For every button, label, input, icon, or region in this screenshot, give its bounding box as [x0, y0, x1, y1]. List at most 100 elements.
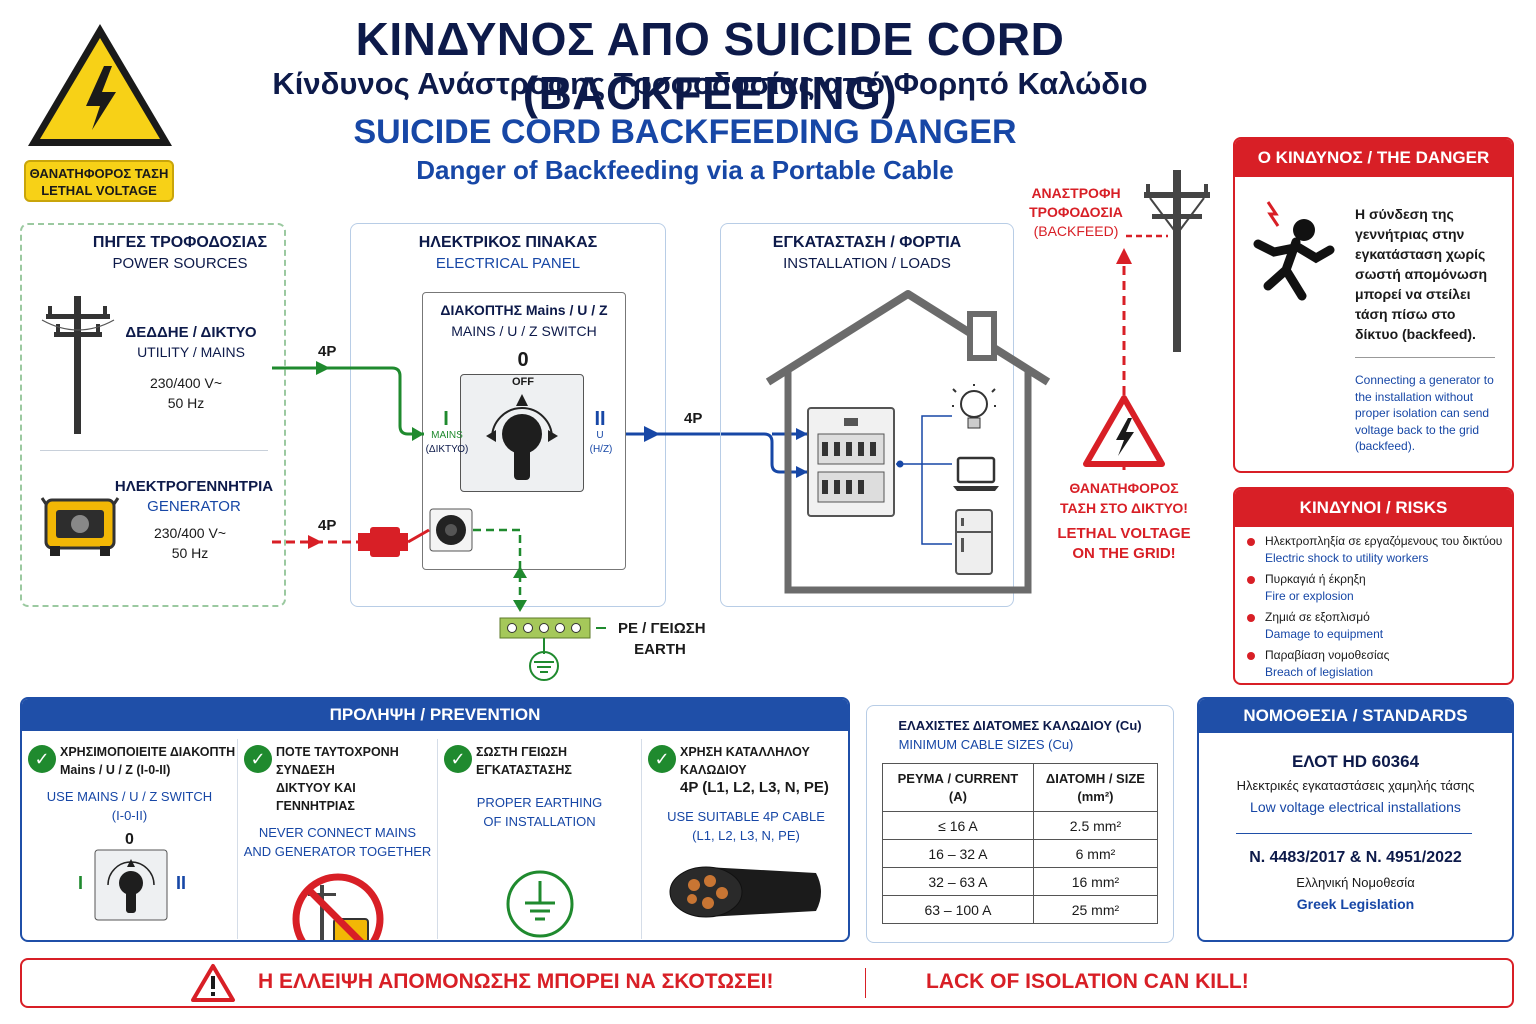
- refrigerator-icon: [955, 509, 993, 575]
- standard-hd60364: ΕΛΟΤ HD 60364: [1291, 752, 1420, 771]
- standard-hd60364-greek: Ηλεκτρικές εγκαταστάσεις χαμηλής τάσης: [1236, 778, 1475, 793]
- prevention-en-1: PROPER EARTHING: [476, 795, 603, 810]
- prevention-head-2: ΔΙΚΤΥΟΥ ΚΑΙ ΓΕΝΝΗΤΡΙΑΣ: [276, 781, 356, 813]
- current-cell: ≤ 16 A: [882, 811, 1034, 840]
- danger-text-english: Connecting a generator to the installati…: [1355, 373, 1494, 453]
- table-header-size: ΔΙΑΤΟΜΗ / SIZE (mm²): [1032, 763, 1159, 812]
- header-size-label: ΔΙΑΤΟΜΗ / SIZE: [1045, 770, 1145, 786]
- switch-title-en: MAINS / U / Z SWITCH: [451, 323, 597, 339]
- current-cell: 32 – 63 A: [882, 867, 1034, 896]
- risk-item: Ηλεκτροπληξία σε εργαζόμενους του δικτύο…: [1235, 533, 1512, 567]
- header-current-unit: (A): [948, 788, 967, 804]
- danger-divider: [1355, 357, 1495, 358]
- switch-knob-icon[interactable]: [470, 386, 574, 486]
- table-header-row: ΡΕΥΜΑ / CURRENT (A) ΔΙΑΤΟΜΗ / SIZE (mm²): [882, 763, 1159, 812]
- page-title: ΚΙΝΔΥΝΟΣ ΑΠΟ SUICIDE CORD (BACKFEEDING): [355, 13, 1065, 119]
- prevention-item-earthing: ✓ ΣΩΣΤΗ ΓΕΙΩΣΗ ΕΓΚΑΤΑΣΤΑΣΗΣ PROPER EARTH…: [438, 739, 642, 939]
- switch-title: ΔΙΑΚΟΠΤΗΣ Mains / U / Z: [440, 302, 608, 318]
- prevention-head-1: ΠΟΤΕ ΤΑΥΤΟΧΡΟΝΗ ΣΥΝΔΕΣΗ: [276, 745, 399, 777]
- header-size-unit: (mm²): [1077, 788, 1114, 804]
- warning-triangle-icon: [191, 964, 235, 1002]
- utility-pole-icon: [41, 296, 115, 434]
- risks-card-title: ΚΙΝΔΥΝΟΙ / RISKS: [1235, 489, 1512, 527]
- installation-title: ΕΓΚΑΤΑΣΤΑΣΗ / ΦΟΡΤΙΑ: [772, 234, 962, 251]
- badge-line-1: ΘΑΝΑΤΗΦΟΡΟΣ ΤΑΣΗ: [29, 166, 169, 181]
- earth-dash: [596, 627, 606, 629]
- mini-switch-zero: 0: [125, 831, 134, 848]
- prevention-head-2: 4P (L1, L2, L3, N, PE): [680, 779, 829, 796]
- backfeed-label: ΑΝΑΣΤΡΟΦΗ ΤΡΟΦΟΔΟΣΙΑ (BACKFEED): [1014, 184, 1138, 241]
- cable-sizes-panel: [866, 705, 1174, 943]
- mini-switch-icon: [94, 849, 168, 921]
- risk-item-greek: Πυρκαγιά ή έκρηξη: [1265, 572, 1366, 586]
- output-4p-label: 4P: [684, 410, 703, 427]
- standard-greek-law-greek: Ελληνική Νομοθεσία: [1296, 875, 1415, 890]
- page-title-english: SUICIDE CORD BACKFEEDING DANGER: [353, 113, 1017, 151]
- risk-item-english: Damage to equipment: [1265, 627, 1384, 641]
- size-cell: 25 mm²: [1032, 895, 1159, 924]
- switch-position-one-label: MAINS: [431, 430, 463, 441]
- danger-card-title: Ο ΚΙΝΔΥΝΟΣ / THE DANGER: [1235, 139, 1512, 177]
- size-cell: 16 mm²: [1032, 867, 1159, 896]
- house-icon: [765, 290, 1051, 594]
- mini-switch-two: II: [176, 873, 187, 893]
- risk-item-english: Electric shock to utility workers: [1265, 551, 1429, 565]
- prevention-item-cable: ✓ ΧΡΗΣΗ ΚΑΤΑΛΛΗΛΟΥ ΚΑΛΩΔΙΟΥ 4P (L1, L2, …: [642, 739, 848, 939]
- switch-position-one-label-2: (ΔΙΚΤΥΟ): [425, 444, 469, 455]
- table-header-current: ΡΕΥΜΑ / CURRENT (A): [882, 763, 1034, 812]
- risk-item-greek: Παραβίαση νομοθεσίας: [1265, 648, 1390, 662]
- grid-pole-icon: [1144, 170, 1210, 352]
- high-voltage-warning-icon: [28, 24, 172, 146]
- size-cell: 2.5 mm²: [1032, 811, 1159, 840]
- footer-warning-greek: Η ΕΛΛΕΙΨΗ ΑΠΟΜΟΝΩΣΗΣ ΜΠΟΡΕΙ ΝΑ ΣΚΟΤΩΣΕΙ!: [258, 970, 774, 993]
- cable-sizes-title-en: MINIMUM CABLE SIZES (Cu): [898, 737, 1074, 752]
- risk-item-english: Fire or explosion: [1265, 589, 1354, 603]
- generator-icon: [40, 497, 120, 556]
- switch-position-zero: 0: [517, 349, 529, 371]
- generator-4p-label: 4P: [318, 517, 337, 534]
- prevention-panel: ΠΡΟΛΗΨΗ / PREVENTION ✓ ΧΡΗΣΙΜΟΠΟΙΕΙΤΕ ΔΙ…: [20, 697, 850, 942]
- prevention-en-2: (I-0-II): [111, 808, 148, 823]
- header-current-label: ΡΕΥΜΑ / CURRENT: [897, 770, 1019, 786]
- footer-divider: [865, 968, 866, 998]
- switch-position-two-label: U: [596, 430, 604, 441]
- electrical-panel-title: ΗΛΕΚΤΡΙΚΟΣ ΠΙΝΑΚΑΣ: [418, 234, 598, 251]
- danger-card: Ο ΚΙΝΔΥΝΟΣ / THE DANGER: [1233, 137, 1514, 473]
- check-icon: ✓: [244, 745, 272, 773]
- lethal-voltage-warning-icon: [1083, 395, 1165, 467]
- backfeed-label-3: (BACKFEED): [1033, 223, 1119, 239]
- standards-panel: ΝΟΜΟΘΕΣΙΑ / STANDARDS: [1197, 697, 1514, 942]
- prevention-head-1: ΣΩΣΤΗ ΓΕΙΩΣΗ ΕΓΚΑΤΑΣΤΑΣΗΣ: [476, 745, 572, 777]
- earth-symbol-icon: [506, 870, 573, 938]
- risks-card: ΚΙΝΔΥΝΟΙ / RISKS Ηλεκτροπληξία σε εργαζό…: [1233, 487, 1514, 685]
- switch-position-one: I: [443, 408, 449, 430]
- lethal-grid-text-1: ΘΑΝΑΤΗΦΟΡΟΣ: [1069, 480, 1179, 496]
- current-cell: 63 – 100 A: [882, 895, 1034, 924]
- mains-voltage: 230/400 V~: [149, 375, 222, 391]
- switch-position-two: II: [594, 408, 606, 430]
- power-sources-title: ΠΗΓΕΣ ΤΡΟΦΟΔΟΣΙΑΣ: [92, 234, 268, 251]
- switch-position-two-label-2: (H/Z): [589, 444, 613, 455]
- electrical-panel-title-en: ELECTRICAL PANEL: [435, 255, 581, 272]
- generator-inlet-socket-icon[interactable]: [429, 508, 473, 552]
- laptop-icon: [953, 456, 999, 491]
- earth-label-en: EARTH: [634, 641, 686, 658]
- prevention-item-never-connect: ✓ ΠΟΤΕ ΤΑΥΤΟΧΡΟΝΗ ΣΥΝΔΕΣΗ ΔΙΚΤΥΟΥ ΚΑΙ ΓΕ…: [238, 739, 438, 940]
- earth-bar-icon: [499, 617, 591, 681]
- four-pole-cable-icon: [669, 866, 821, 918]
- mains-title-en: UTILITY / MAINS: [137, 344, 245, 360]
- danger-text-greek: Η σύνδεση της γεννήτριας στην εγκατάστασ…: [1355, 206, 1488, 342]
- prevention-head-1: ΧΡΗΣΗ ΚΑΤΑΛΛΗΛΟΥ ΚΑΛΩΔΙΟΥ: [680, 745, 810, 777]
- lethal-grid-text-en-2: ON THE GRID!: [1072, 545, 1176, 562]
- power-sources-title-en: POWER SOURCES: [112, 255, 248, 272]
- standard-greek-law-english: Greek Legislation: [1296, 896, 1415, 912]
- risk-item-greek: Ηλεκτροπληξία σε εργαζόμενους του δικτύο…: [1265, 534, 1503, 548]
- standards-title: ΝΟΜΟΘΕΣΙΑ / STANDARDS: [1199, 699, 1512, 733]
- lethal-grid-text: ΘΑΝΑΤΗΦΟΡΟΣ ΤΑΣΗ ΣΤΟ ΔΙΚΤΥΟ! LETHAL VOLT…: [1046, 478, 1202, 564]
